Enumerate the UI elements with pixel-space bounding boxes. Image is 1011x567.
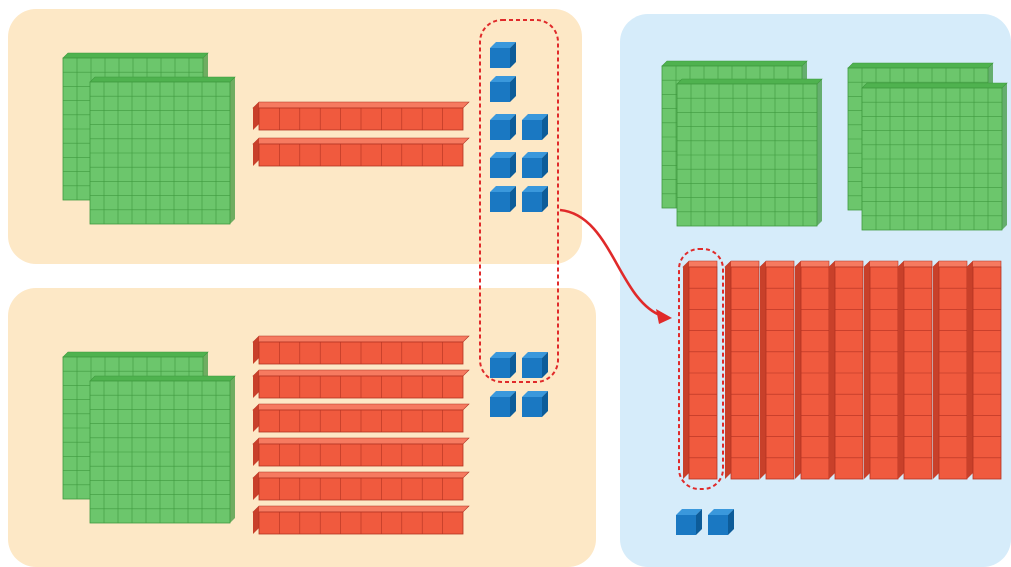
unit-cube-icon <box>490 76 516 102</box>
unit-cube-icon <box>676 509 702 535</box>
unit-cube-icon <box>490 152 516 178</box>
unit-cube-icon <box>522 186 548 212</box>
unit-cube-icon <box>490 42 516 68</box>
ten-rod-icon <box>252 335 470 365</box>
unit-cube-icon <box>490 391 516 417</box>
unit-cube-icon <box>522 114 548 140</box>
new-ten-outline <box>678 248 724 490</box>
ten-rod-icon <box>794 260 830 480</box>
arrow-head-icon <box>656 309 672 324</box>
hundred-flat-icon <box>861 82 1008 231</box>
ones-layer <box>490 42 734 535</box>
regroup-ones-outline <box>479 19 559 383</box>
hundred-flat-icon <box>676 78 823 227</box>
ten-rod-icon <box>966 260 1002 480</box>
ten-rod-icon <box>252 437 470 467</box>
ten-rod-icon <box>252 403 470 433</box>
ten-rod-icon <box>252 369 470 399</box>
ten-rod-icon <box>252 137 470 167</box>
unit-cube-icon <box>490 352 516 378</box>
unit-cube-icon <box>522 152 548 178</box>
unit-cube-icon <box>490 186 516 212</box>
unit-cube-icon <box>708 509 734 535</box>
ten-rod-icon <box>252 101 470 131</box>
ten-rod-icon <box>932 260 968 480</box>
ten-rod-icon <box>897 260 933 480</box>
unit-cube-icon <box>522 391 548 417</box>
ten-rod-icon <box>724 260 760 480</box>
hundred-flat-icon <box>89 76 236 225</box>
ten-rod-icon <box>759 260 795 480</box>
ten-rod-icon <box>252 471 470 501</box>
hundreds-layer <box>62 52 1008 524</box>
ten-rod-icon <box>252 505 470 535</box>
unit-cube-icon <box>522 352 548 378</box>
hundred-flat-icon <box>89 375 236 524</box>
ten-rod-icon <box>863 260 899 480</box>
regroup-annotations <box>479 19 724 490</box>
ten-rod-icon <box>828 260 864 480</box>
curved-arrow-icon <box>559 208 663 318</box>
unit-cube-icon <box>490 114 516 140</box>
tens-layer <box>252 101 1002 535</box>
ten-rod-icon <box>682 260 718 480</box>
